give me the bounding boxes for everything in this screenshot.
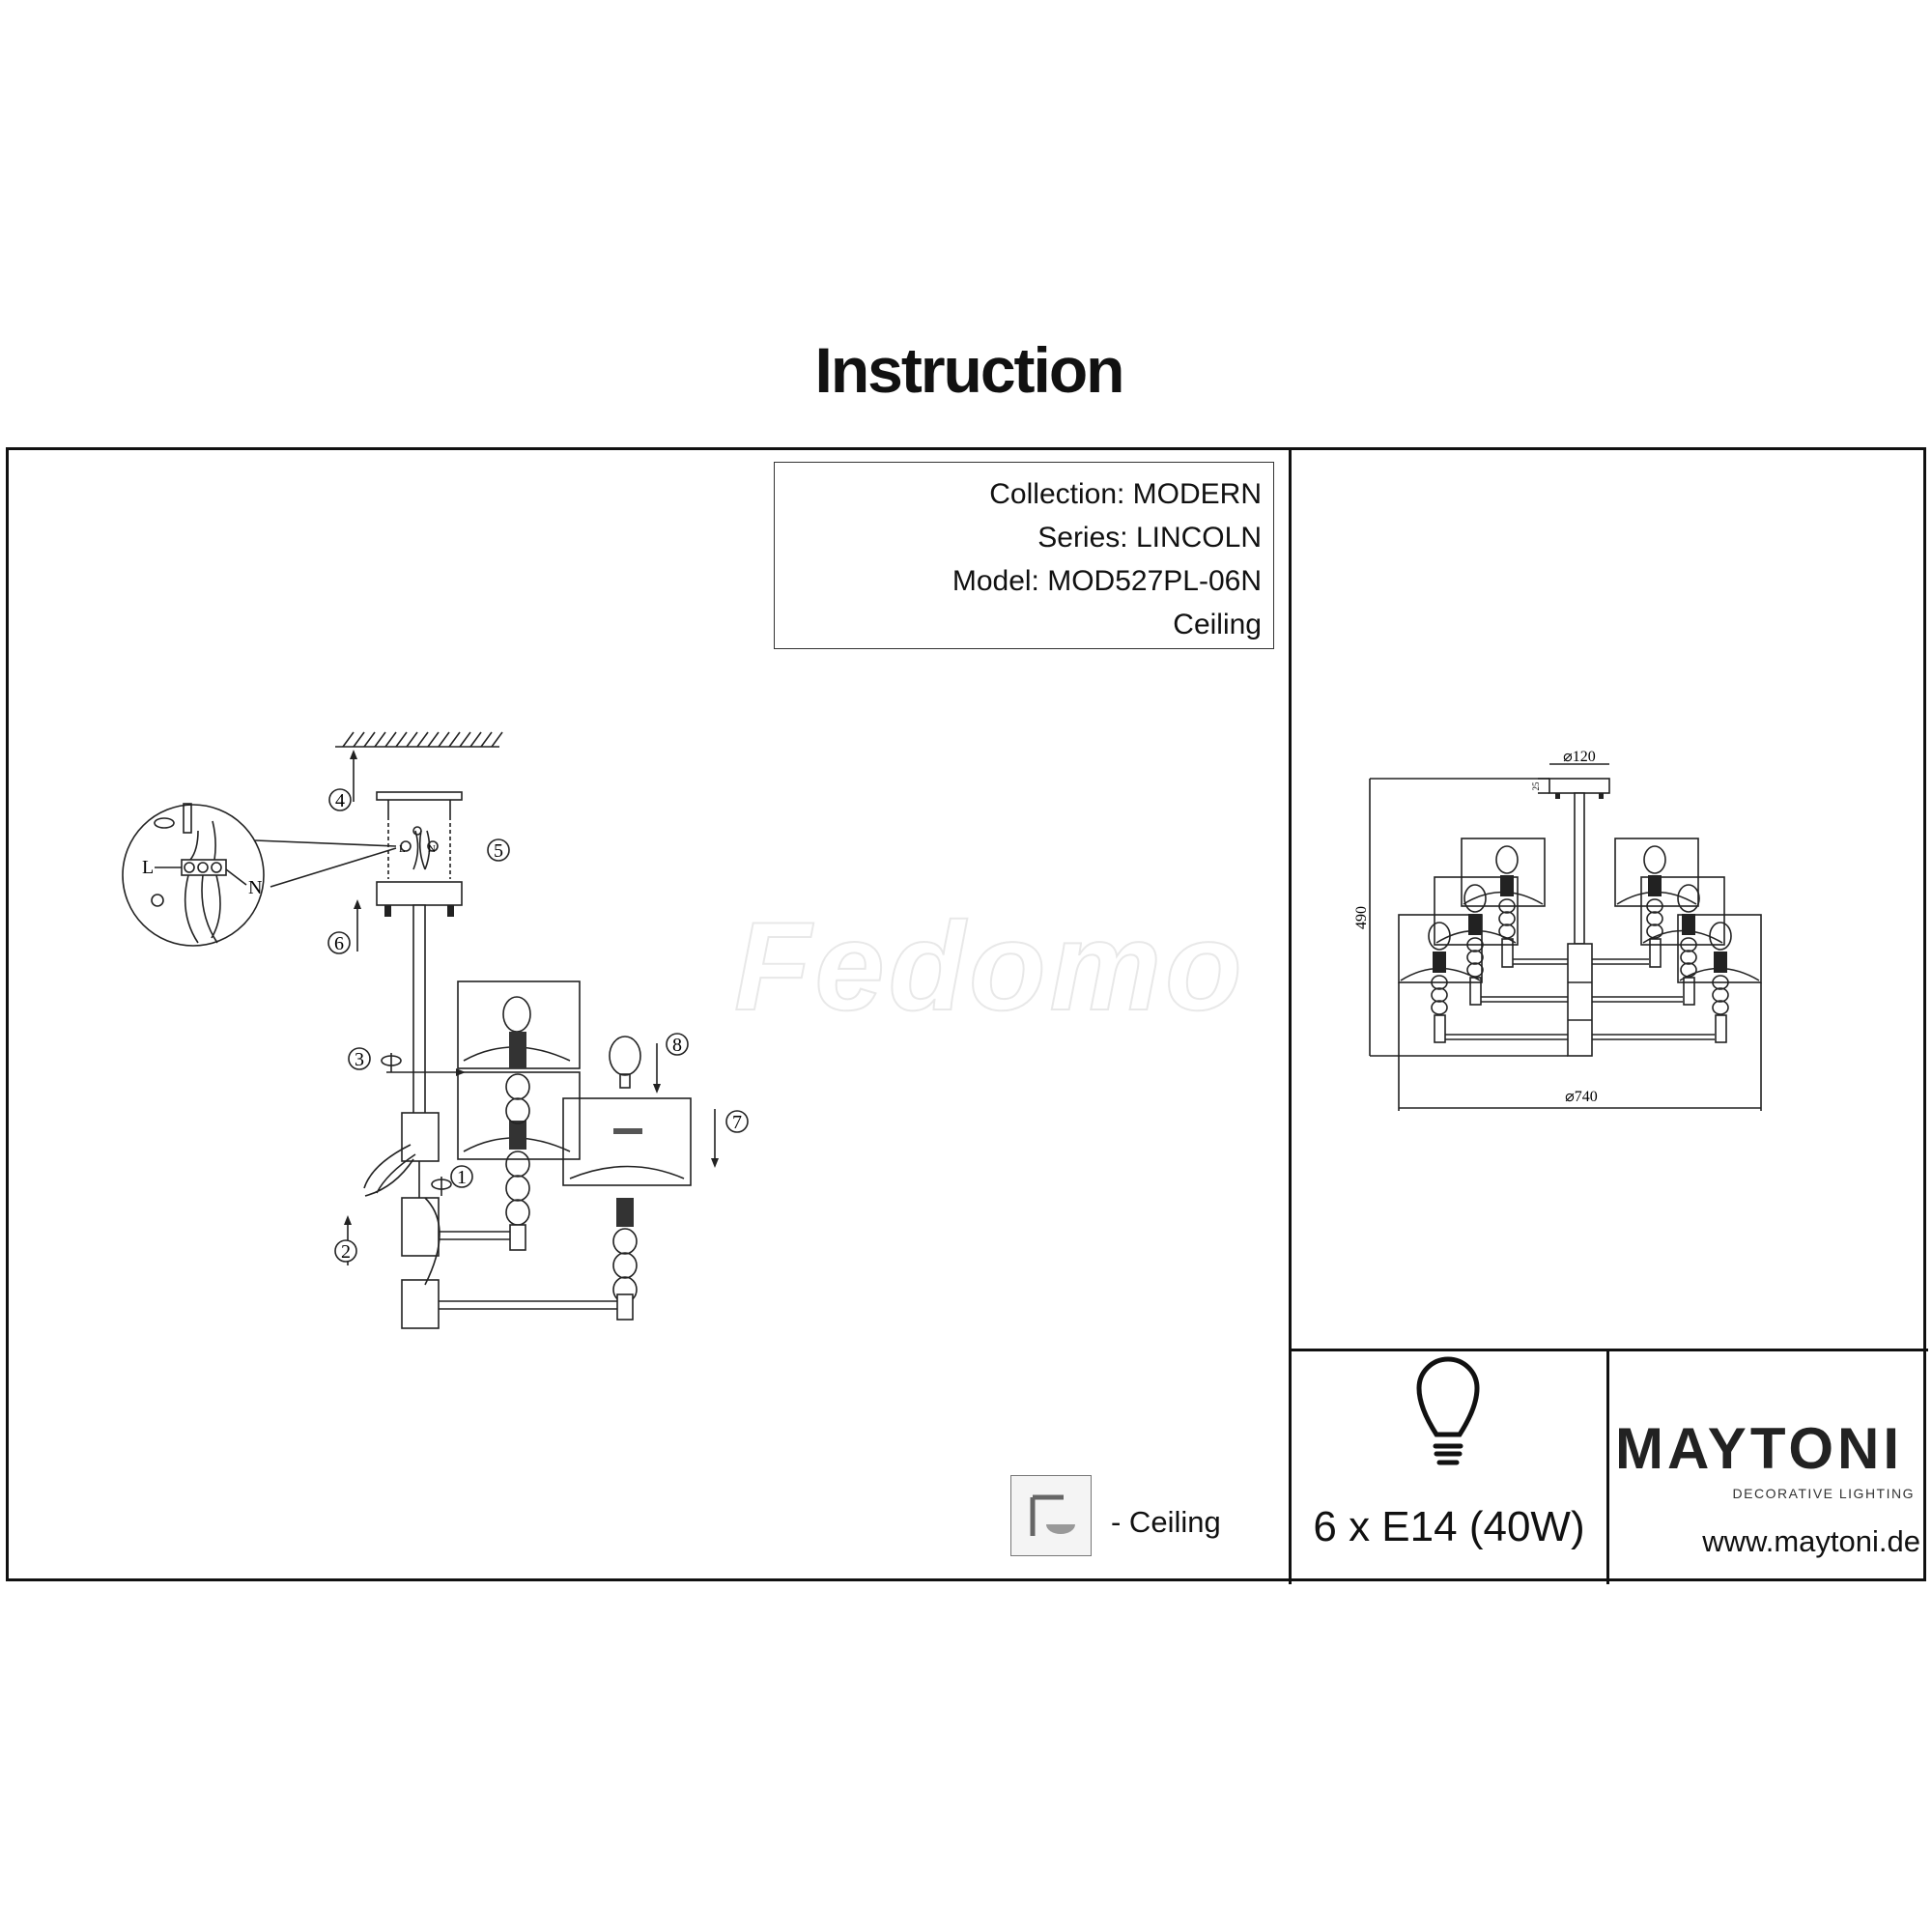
canopy-diameter-dim: ⌀120: [1563, 749, 1596, 765]
mount-type-label: Ceiling: [1173, 609, 1262, 640]
step-number: 4: [335, 790, 345, 811]
lamp-arm-front: [562, 1097, 692, 1321]
loose-bulb: [609, 1036, 641, 1089]
step-number: 5: [494, 840, 503, 862]
mount-type-legend: - Ceiling: [1111, 1505, 1221, 1539]
watermark: Fedomo: [733, 895, 1246, 1037]
canopy: [1548, 778, 1610, 794]
lamp-shade-2: [1434, 876, 1568, 1006]
neutral-terminal-label: N: [428, 843, 436, 855]
collection-label: Collection: MODERN: [989, 478, 1262, 510]
step-number: 2: [341, 1241, 351, 1263]
lamp-shade-5: [1592, 876, 1725, 1006]
model-label: Model: MOD527PL-06N: [952, 565, 1262, 597]
step-number: 8: [672, 1035, 682, 1056]
divider: [1606, 1349, 1609, 1584]
canopy: [376, 881, 463, 906]
step-number: 3: [355, 1049, 364, 1070]
brand-logo: MAYTONI: [1615, 1416, 1904, 1481]
step-marker-2: 2: [334, 1239, 357, 1263]
lamp-shade-4: [1592, 838, 1699, 968]
canopy-height-dim: 25: [1531, 781, 1541, 791]
product-info-box: Collection: MODERN Series: LINCOLN Model…: [774, 462, 1274, 649]
step-marker-6: 6: [327, 931, 351, 954]
lamp-arm-back: [457, 980, 581, 1251]
lamp-shade-3: [1398, 914, 1568, 1043]
step-marker-4: 4: [328, 788, 352, 811]
step-marker-8: 8: [666, 1033, 689, 1056]
ceiling-mount-icon: [1010, 1475, 1092, 1556]
ceiling-hatch: [335, 731, 503, 748]
screw-icon: [381, 1053, 402, 1072]
lamp-shade-6: [1592, 914, 1762, 1043]
step-marker-1: 1: [450, 1165, 473, 1188]
divider: [1289, 447, 1292, 1584]
instruction-frame: [6, 447, 1926, 1581]
live-terminal-label: L: [399, 843, 406, 855]
page-title: Instruction: [814, 334, 1125, 406]
bulb-spec: 6 x E14 (40W): [1313, 1503, 1585, 1550]
step-number: 7: [732, 1112, 742, 1133]
neutral-wire-label: N: [248, 877, 262, 898]
height-dim: 490: [1353, 906, 1370, 929]
step-marker-3: 3: [348, 1047, 371, 1070]
series-label: Series: LINCOLN: [1037, 522, 1262, 554]
screw-icon: [431, 1177, 452, 1196]
brand-url[interactable]: www.maytoni.de: [1702, 1524, 1920, 1558]
step-number: 6: [334, 933, 344, 954]
dimension-diagram: ⌀120 25 490 ⌀740: [1353, 749, 1762, 1111]
mounting-bracket: [376, 791, 463, 801]
brand-tagline: DECORATIVE LIGHTING: [1732, 1486, 1915, 1501]
wiring-detail-magnifier: [122, 803, 397, 947]
rod: [412, 904, 426, 1119]
lamp-shade-1: [1461, 838, 1568, 968]
diameter-dim: ⌀740: [1565, 1089, 1598, 1105]
live-wire-label: L: [142, 857, 154, 878]
step-marker-7: 7: [725, 1110, 749, 1133]
assembly-diagram: 1 2 3 4 5 6 7 8 L N L N: [122, 731, 749, 1329]
rod: [1574, 792, 1585, 945]
step-marker-5: 5: [487, 838, 510, 862]
step-number: 1: [457, 1167, 467, 1188]
